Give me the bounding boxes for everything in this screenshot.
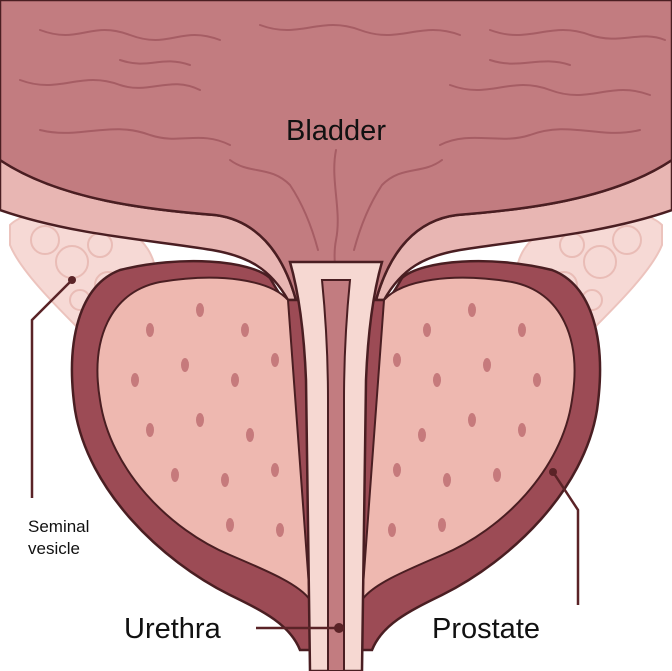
label-prostate: Prostate [432,613,540,645]
label-seminal-vesicle-line2: vesicle [28,539,80,558]
label-bladder: Bladder [286,115,386,147]
label-seminal-vesicle-line1: Seminal [28,517,89,536]
label-urethra: Urethra [124,613,222,645]
